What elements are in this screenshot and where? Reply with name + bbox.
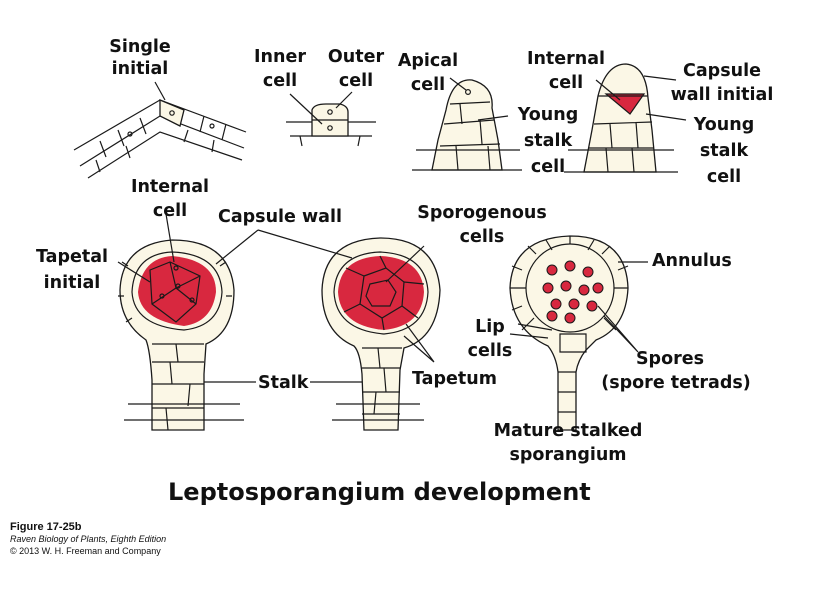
label-stalk: Stalk [258,373,309,393]
leader-lines [117,75,687,383]
stage-apical-cell [412,79,522,171]
label-spores: Spores(spore tetrads) [601,349,751,393]
book-title: Raven Biology of Plants, Eighth Edition [10,534,166,544]
stage-mature-sporangium [509,235,629,431]
stage-capsule-wall-initial [564,63,678,173]
label-annulus: Annulus [652,251,732,271]
label-capsule-wall: Capsule wall [218,207,342,227]
label-tapetum: Tapetum [412,369,497,389]
internal-cell-red [604,93,646,115]
figure-number: Figure 17-25b [10,521,82,533]
stage-sporogenous [321,237,441,431]
stage-tapetal-initial [118,239,244,431]
diagram-title: Leptosporangium development [168,478,591,506]
copyright-line: © 2013 W. H. Freeman and Company [10,546,161,556]
stage-inner-outer-cell [286,103,376,147]
stage-single-initial [73,99,247,179]
spore-tetrads [542,260,604,324]
